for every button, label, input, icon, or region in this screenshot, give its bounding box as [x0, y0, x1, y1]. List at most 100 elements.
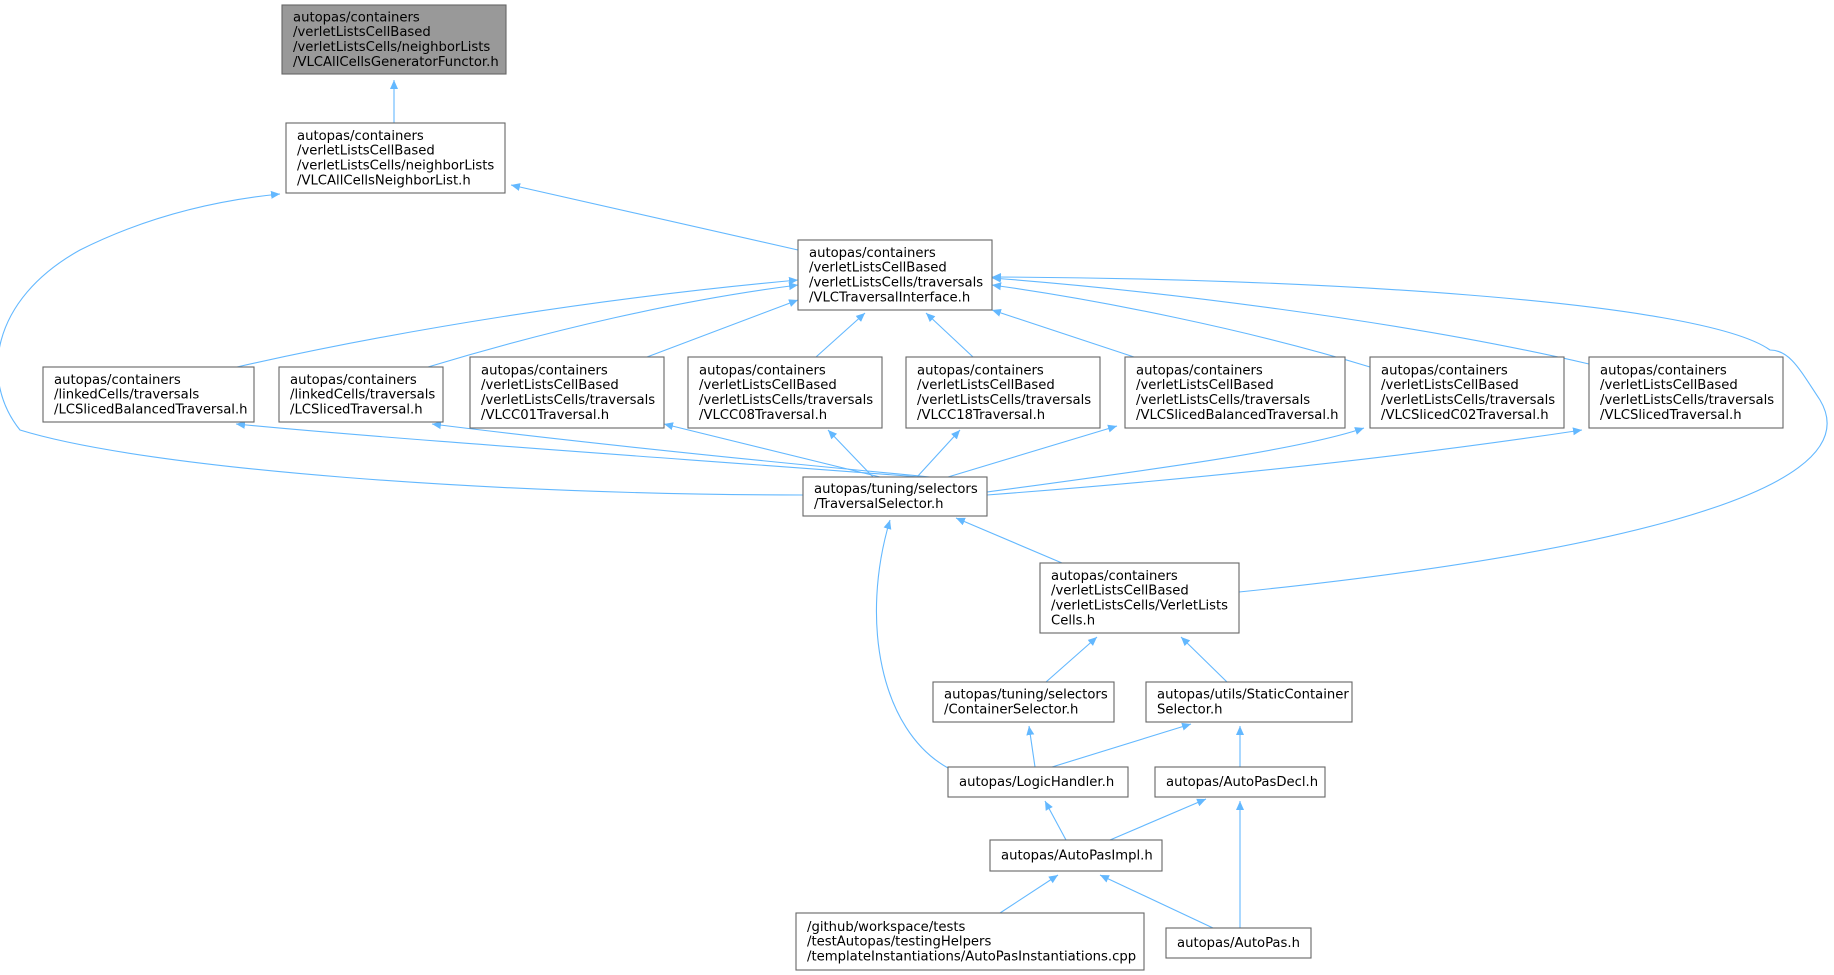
node-label-line: /VLCSlicedTraversal.h — [1600, 408, 1742, 423]
node-label-line: autopas/containers — [481, 363, 608, 378]
node-box — [469, 356, 665, 429]
node-label-line: /verletListsCellBased — [293, 25, 431, 40]
edge-line — [815, 312, 866, 358]
node-label-line: /VLCC18Traversal.h — [917, 408, 1045, 423]
file-node-n4[interactable]: autopas/containers/linkedCells/traversal… — [278, 366, 444, 423]
node-box — [1039, 562, 1240, 634]
node-box — [1154, 766, 1326, 798]
file-node-n1[interactable]: autopas/containers/verletListsCellBased/… — [285, 122, 506, 194]
node-box — [281, 4, 507, 75]
file-node-n2[interactable]: autopas/containers/verletListsCellBased/… — [797, 239, 993, 311]
node-label-line: /verletListsCellBased — [1051, 584, 1189, 599]
edge-line — [0, 190, 804, 496]
file-node-n8[interactable]: autopas/containers/verletListsCellBased/… — [1124, 356, 1346, 429]
node-label-line: autopas/containers — [1136, 363, 1263, 378]
node-label-line: /verletListsCells/traversals — [809, 276, 983, 291]
node-box — [1145, 681, 1353, 723]
edge-n12-to-n2 — [991, 273, 1828, 593]
file-node-n15[interactable]: autopas/LogicHandler.h — [947, 766, 1129, 798]
file-node-n9[interactable]: autopas/containers/verletListsCellBased/… — [1369, 356, 1565, 429]
edge-line — [510, 183, 799, 251]
edge-line — [991, 309, 1135, 358]
file-node-n5[interactable]: autopas/containers/verletListsCellBased/… — [469, 356, 665, 429]
edge-n11-to-n7 — [916, 429, 961, 478]
edge-line — [646, 299, 799, 358]
file-node-n18[interactable]: /github/workspace/tests/testAutopas/test… — [795, 912, 1145, 971]
edge-line — [1109, 798, 1207, 841]
node-box — [42, 366, 255, 423]
node-label-line: /verletListsCells/neighborLists — [293, 40, 490, 55]
node-label-line: /VLCC08Traversal.h — [699, 408, 827, 423]
node-label-line: autopas/AutoPas.h — [1177, 936, 1300, 951]
node-box — [1124, 356, 1346, 429]
file-node-n3[interactable]: autopas/containers/linkedCells/traversal… — [42, 366, 255, 423]
edge-line — [916, 429, 961, 478]
edge-n12-to-n11 — [955, 517, 1063, 564]
node-label-line: autopas/containers — [1600, 363, 1727, 378]
file-node-n0[interactable]: autopas/containers/verletListsCellBased/… — [281, 4, 507, 75]
edge-line — [986, 427, 1365, 493]
node-label-line: /verletListsCells/traversals — [1136, 393, 1310, 408]
edge-n19-to-n17 — [1099, 874, 1214, 929]
file-node-n17[interactable]: autopas/AutoPasImpl.h — [989, 839, 1163, 872]
node-label-line: autopas/containers — [290, 373, 417, 388]
edge-n13-to-n12 — [1045, 636, 1098, 683]
node-box — [285, 122, 506, 194]
node-box — [687, 356, 883, 429]
edge-line — [663, 422, 881, 478]
edge-layer — [0, 80, 1828, 929]
edge-line — [1026, 725, 1036, 768]
edge-n11-to-n8 — [947, 424, 1118, 478]
edge-n11-to-n10 — [986, 427, 1583, 496]
node-label-line: /verletListsCells/VerletLists — [1051, 599, 1228, 614]
node-box — [905, 356, 1101, 429]
edge-n11-to-n5 — [663, 422, 881, 478]
node-label-line: /verletListsCellBased — [699, 378, 837, 393]
node-box — [947, 766, 1129, 798]
node-label-line: /VLCAllCellsNeighborList.h — [297, 173, 471, 188]
node-label-line: Cells.h — [1051, 613, 1095, 628]
file-node-n11[interactable]: autopas/tuning/selectors/TraversalSelect… — [802, 476, 988, 517]
edge-n4-to-n2 — [427, 282, 799, 368]
edge-n11-to-n4 — [431, 421, 931, 478]
node-label-line: /verletListsCells/traversals — [1381, 393, 1555, 408]
edge-line — [947, 424, 1118, 478]
edge-line — [236, 276, 799, 368]
node-layer: autopas/containers/verletListsCellBased/… — [42, 4, 1784, 971]
edge-n11-to-n6 — [827, 429, 874, 478]
node-label-line: /verletListsCellBased — [1381, 378, 1519, 393]
node-label-line: /verletListsCells/traversals — [699, 393, 873, 408]
node-label-line: /verletListsCellBased — [481, 378, 619, 393]
edge-line — [1044, 800, 1067, 841]
file-node-n13[interactable]: autopas/tuning/selectors/ContainerSelect… — [932, 681, 1115, 723]
file-node-n16[interactable]: autopas/AutoPasDecl.h — [1154, 766, 1326, 798]
node-label-line: autopas/containers — [917, 363, 1044, 378]
node-label-line: /github/workspace/tests — [807, 920, 966, 935]
edge-n11-to-n9 — [986, 427, 1365, 493]
node-box — [932, 681, 1115, 723]
file-node-n12[interactable]: autopas/containers/verletListsCellBased/… — [1039, 562, 1240, 634]
file-node-n10[interactable]: autopas/containers/verletListsCellBased /… — [1588, 356, 1784, 429]
node-label-line: autopas/utils/StaticContainer — [1157, 688, 1349, 703]
edge-n7-to-n2 — [925, 312, 974, 358]
node-box — [797, 239, 993, 311]
node-label-line: /verletListsCells/traversals — [481, 393, 655, 408]
node-box — [1165, 927, 1312, 959]
file-node-n19[interactable]: autopas/AutoPas.h — [1165, 927, 1312, 959]
edge-n6-to-n2 — [815, 312, 866, 358]
node-label-line: /VLCSlicedC02Traversal.h — [1381, 408, 1549, 423]
edge-line — [431, 421, 931, 478]
edge-n11-to-n1 — [0, 190, 804, 496]
node-label-line: /VLCC01Traversal.h — [481, 408, 609, 423]
edge-line — [1045, 636, 1098, 683]
edge-line — [1099, 874, 1214, 929]
node-label-line: /verletListsCellBased — [1600, 378, 1738, 393]
node-label-line: Selector.h — [1157, 703, 1223, 718]
file-node-n6[interactable]: autopas/containers/verletListsCellBased/… — [687, 356, 883, 429]
node-label-line: /VLCTraversalInterface.h — [809, 290, 970, 305]
node-box — [278, 366, 444, 423]
file-node-n7[interactable]: autopas/containers/verletListsCellBased/… — [905, 356, 1101, 429]
node-box — [802, 476, 988, 517]
edge-n15-to-n13 — [1026, 725, 1036, 768]
